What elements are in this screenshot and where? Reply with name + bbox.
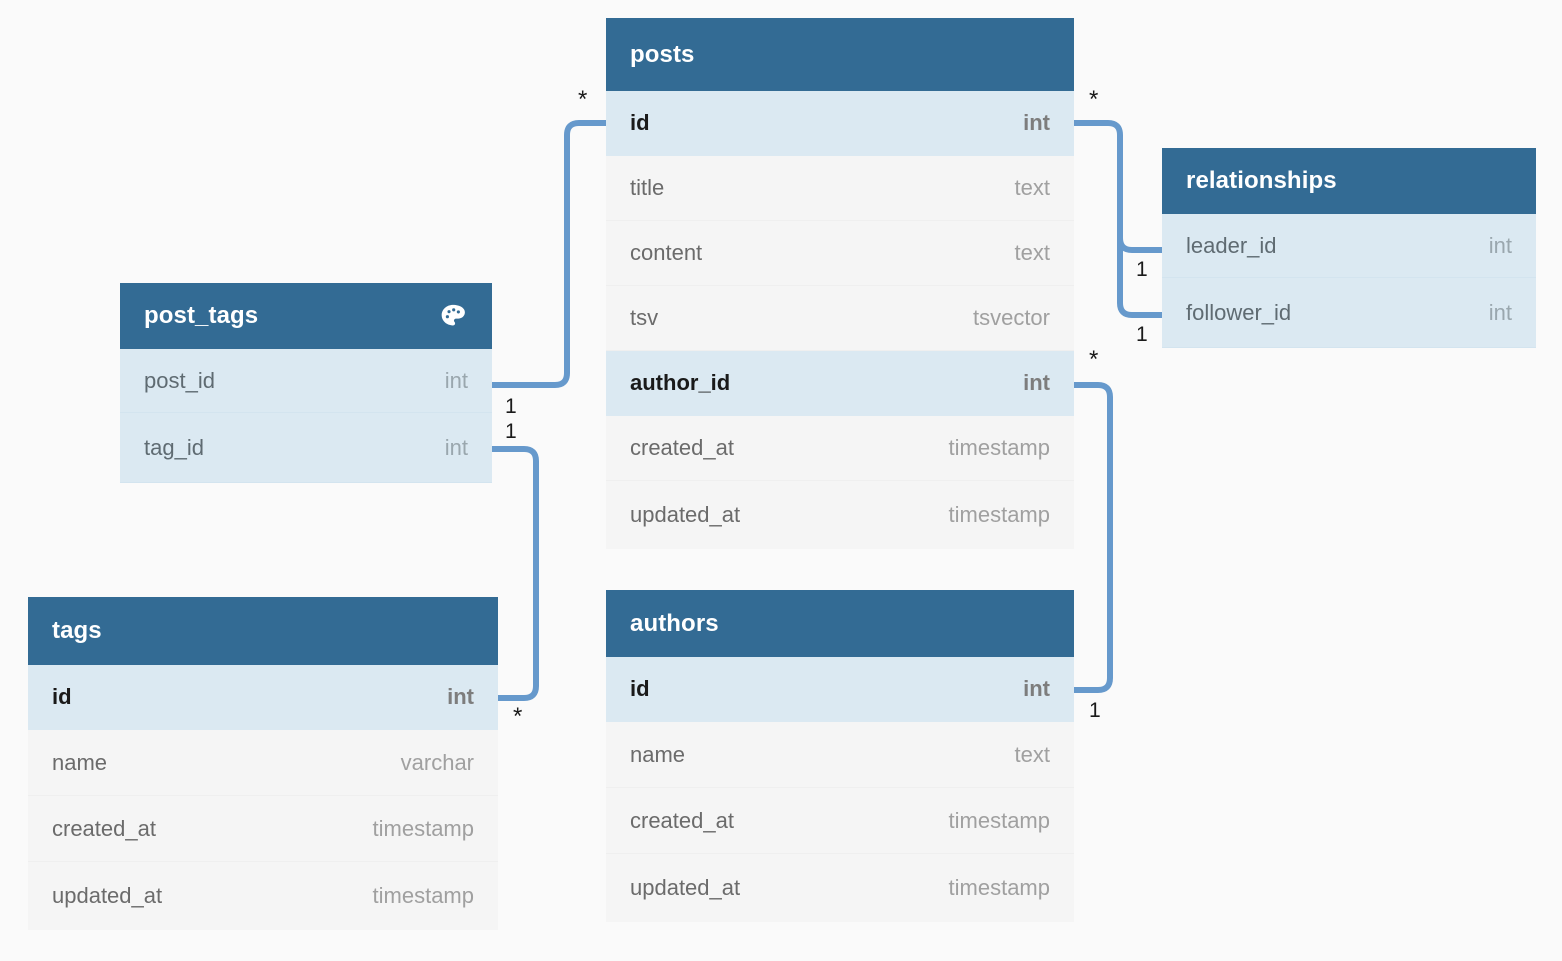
column-name: name bbox=[52, 749, 108, 775]
table-row[interactable]: id int bbox=[606, 91, 1074, 156]
column-type: timestamp bbox=[372, 815, 474, 841]
table-row[interactable]: content text bbox=[606, 221, 1074, 286]
column-name: updated_at bbox=[630, 502, 741, 527]
table-row[interactable]: id int bbox=[28, 665, 498, 730]
column-type: int bbox=[1023, 676, 1050, 701]
table-authors-header: authors bbox=[606, 590, 1074, 657]
column-name: author_id bbox=[630, 370, 731, 395]
table-tags-header: tags bbox=[28, 597, 498, 665]
column-name: name bbox=[630, 741, 686, 767]
column-name: post_id bbox=[144, 367, 215, 393]
column-type: varchar bbox=[400, 749, 474, 775]
cardinality-posts-id-right: * bbox=[1089, 86, 1099, 113]
table-relationships-title: relationships bbox=[1186, 167, 1337, 194]
column-name: updated_at bbox=[52, 883, 163, 908]
table-authors-title: authors bbox=[630, 609, 719, 637]
table-row[interactable]: updated_at timestamp bbox=[606, 481, 1074, 549]
column-name: id bbox=[630, 676, 650, 701]
column-type: timestamp bbox=[948, 875, 1050, 900]
column-name: tsv bbox=[630, 305, 659, 330]
edge-posts-to-relationships-leader bbox=[1071, 120, 1165, 253]
table-row[interactable]: created_at timestamp bbox=[28, 796, 498, 862]
column-name: created_at bbox=[52, 815, 156, 841]
column-name: content bbox=[630, 240, 703, 265]
column-name: title bbox=[630, 175, 665, 200]
column-type: int bbox=[444, 434, 468, 460]
table-row[interactable]: post_id int bbox=[120, 349, 492, 413]
column-name: leader_id bbox=[1186, 232, 1277, 258]
table-row[interactable]: name text bbox=[606, 722, 1074, 788]
cardinality-posts-id-left: * bbox=[578, 86, 588, 113]
column-name: id bbox=[52, 684, 72, 709]
cardinality-authors-id: 1 bbox=[1089, 699, 1101, 722]
column-type: timestamp bbox=[372, 883, 474, 908]
edge-post-tags-to-tags bbox=[489, 446, 539, 701]
column-name: tag_id bbox=[144, 434, 204, 460]
column-type: int bbox=[1488, 299, 1512, 325]
cardinality-relationships-leader-id: 1 bbox=[1136, 258, 1148, 281]
column-type: timestamp bbox=[948, 435, 1050, 460]
table-row[interactable]: id int bbox=[606, 657, 1074, 722]
table-posts-header: posts bbox=[606, 18, 1074, 91]
table-authors[interactable]: authors id int name text created_at time… bbox=[606, 590, 1074, 922]
column-type: int bbox=[1488, 232, 1512, 258]
column-type: int bbox=[444, 367, 468, 393]
column-type: int bbox=[447, 684, 474, 709]
table-row[interactable]: leader_id int bbox=[1162, 214, 1536, 278]
column-type: timestamp bbox=[948, 807, 1050, 833]
edge-posts-to-relationships-follower bbox=[1117, 187, 1165, 318]
column-type: text bbox=[1014, 741, 1050, 767]
table-row[interactable]: author_id int bbox=[606, 351, 1074, 416]
cardinality-post-tags-tag-id: 1 bbox=[505, 420, 517, 443]
edge-posts-to-authors bbox=[1071, 382, 1113, 693]
table-post-tags[interactable]: post_tags post_id int tag_id int bbox=[120, 283, 492, 483]
table-row[interactable]: updated_at timestamp bbox=[28, 862, 498, 930]
column-name: created_at bbox=[630, 435, 734, 460]
column-name: updated_at bbox=[630, 875, 741, 900]
column-name: created_at bbox=[630, 807, 734, 833]
cardinality-posts-author-id: * bbox=[1089, 346, 1099, 373]
column-type: text bbox=[1014, 240, 1050, 265]
edge-post-tags-to-posts bbox=[489, 120, 609, 388]
column-type: text bbox=[1014, 175, 1050, 200]
table-row[interactable]: follower_id int bbox=[1162, 278, 1536, 348]
table-post-tags-header: post_tags bbox=[120, 283, 492, 349]
table-row[interactable]: created_at timestamp bbox=[606, 788, 1074, 854]
column-name: id bbox=[630, 110, 650, 135]
column-type: int bbox=[1023, 110, 1050, 135]
table-post-tags-title: post_tags bbox=[144, 302, 259, 329]
table-relationships[interactable]: relationships leader_id int follower_id … bbox=[1162, 148, 1536, 348]
table-row[interactable]: tsv tsvector bbox=[606, 286, 1074, 351]
cardinality-tags-id: * bbox=[513, 703, 523, 730]
palette-icon bbox=[438, 301, 468, 331]
column-type: tsvector bbox=[972, 305, 1050, 330]
table-tags-title: tags bbox=[52, 617, 102, 644]
table-row[interactable]: title text bbox=[606, 156, 1074, 221]
table-posts-title: posts bbox=[630, 40, 695, 68]
table-posts[interactable]: posts id int title text content text tsv… bbox=[606, 18, 1074, 549]
table-relationships-header: relationships bbox=[1162, 148, 1536, 214]
cardinality-post-tags-post-id: 1 bbox=[505, 395, 517, 418]
table-tags[interactable]: tags id int name varchar created_at time… bbox=[28, 597, 498, 930]
column-type: int bbox=[1023, 370, 1050, 395]
table-row[interactable]: updated_at timestamp bbox=[606, 854, 1074, 922]
column-type: timestamp bbox=[948, 502, 1050, 527]
table-row[interactable]: tag_id int bbox=[120, 413, 492, 483]
column-name: follower_id bbox=[1186, 299, 1292, 325]
table-row[interactable]: name varchar bbox=[28, 730, 498, 796]
table-row[interactable]: created_at timestamp bbox=[606, 416, 1074, 481]
cardinality-relationships-follower-id: 1 bbox=[1136, 323, 1148, 346]
